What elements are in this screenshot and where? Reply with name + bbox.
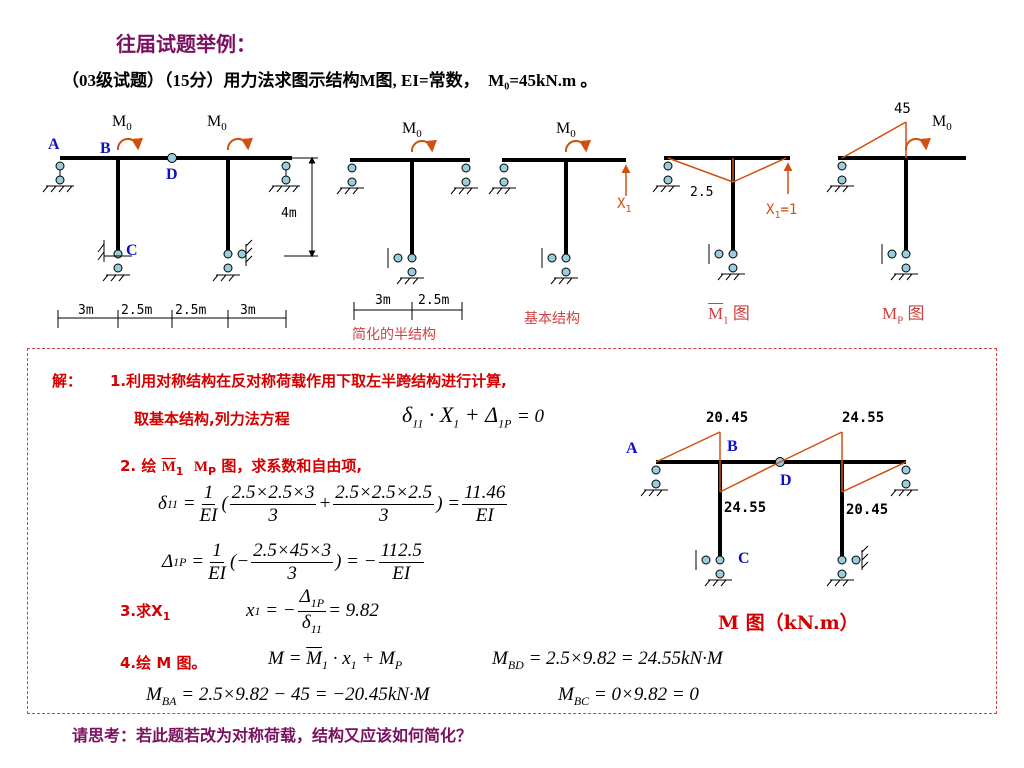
m0-label-left: M0	[112, 113, 132, 134]
basic-x1-label: X1	[617, 196, 632, 215]
dim-height: 4m	[281, 206, 297, 221]
step-1b: 取基本结构,列力法方程	[134, 410, 290, 428]
basic-m0-label: M0	[556, 120, 576, 141]
step-3: 3.求X1	[120, 602, 171, 623]
reflection-question: 请思考：若此题若改为对称荷载，结构又应该如何简化？	[72, 726, 473, 745]
force-method-equation: δ11 · X1 + Δ1P = 0	[402, 402, 544, 431]
m-value-d-right: 24.55	[842, 410, 885, 426]
solution-label: 解：	[52, 372, 83, 390]
dim-1: 3m	[78, 303, 94, 318]
half-dim-2: 2.5m	[418, 293, 450, 308]
support-right-column	[212, 239, 253, 282]
m-superposition-equation: M = M1 · x1 + MP	[268, 648, 403, 672]
label-a: A	[48, 136, 60, 153]
problem-statement: （03级试题）（15分）用力法求图示结构M图, EI=常数， M₀=45kN.m…	[62, 66, 597, 91]
m-label-a: A	[626, 440, 638, 457]
step-1: 1.利用对称结构在反对称荷载作用下取左半跨结构进行计算,	[110, 372, 507, 390]
mbc-equation: MBC = 0×9.82 = 0	[558, 684, 699, 708]
m1-caption: M1 图	[708, 304, 750, 327]
basic-structure	[488, 139, 631, 285]
original-structure	[42, 137, 318, 328]
half-m0-label: M0	[402, 120, 422, 141]
half-caption: 简化的半结构	[352, 327, 436, 343]
support-c	[97, 240, 132, 282]
m-diagram-caption: M 图（kN.m）	[718, 612, 859, 634]
m-label-b: B	[727, 438, 738, 455]
dim-4: 3m	[240, 303, 256, 318]
structure-figures	[42, 121, 966, 328]
m-label-d: D	[780, 472, 792, 489]
mp-m0-label: M0	[932, 113, 952, 134]
m1-x1-label: X1=1	[766, 202, 798, 221]
m-value-bc: 24.55	[724, 500, 767, 516]
solution-box	[27, 348, 997, 714]
m-value-ba: 20.45	[706, 410, 749, 426]
final-moment-diagram	[640, 431, 918, 587]
mp-diagram	[826, 121, 966, 281]
problem-prefix: （03级试题）	[62, 71, 164, 90]
m0-label-right: M0	[207, 113, 227, 134]
label-c: C	[126, 242, 138, 259]
mp-value: 45	[894, 101, 911, 117]
page-title: 往届试题举例：	[116, 32, 256, 56]
roller-support-left	[42, 161, 74, 193]
step-2: 2. 绘 M1 MP 图，求系数和自由项,	[120, 457, 363, 478]
dim-2: 2.5m	[121, 303, 153, 318]
m-value-right-column: 20.45	[846, 502, 889, 518]
m-label-c: C	[738, 550, 750, 567]
m1-diagram	[652, 156, 793, 281]
roller-support-right	[268, 161, 300, 193]
dim-3: 2.5m	[175, 303, 207, 318]
m1-value: 2.5	[690, 185, 714, 200]
basic-caption: 基本结构	[524, 311, 580, 327]
mp-caption: MP 图	[882, 304, 925, 327]
label-d: D	[166, 166, 178, 183]
label-b: B	[100, 140, 111, 157]
mba-equation: MBA = 2.5×9.82 − 45 = −20.45kN·M	[146, 684, 430, 708]
mbd-equation: MBD = 2.5×9.82 = 24.55kN·M	[492, 648, 723, 672]
step-4: 4.绘 M 图。	[120, 654, 207, 672]
half-dim-1: 3m	[375, 293, 391, 308]
half-structure	[336, 139, 478, 320]
problem-text: （15分）用力法求图示结构M图, EI=常数，	[164, 71, 480, 90]
moment-value: M₀=45kN.m 。	[488, 71, 598, 90]
